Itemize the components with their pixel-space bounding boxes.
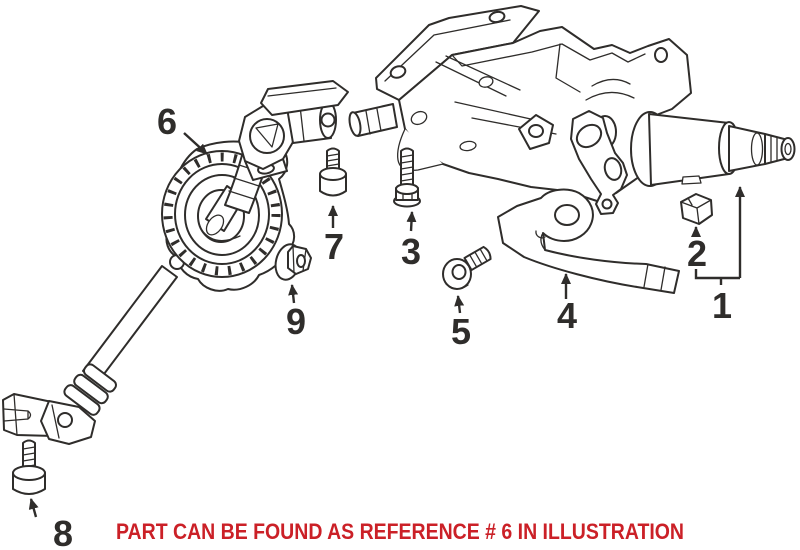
callout-8: 8 [28, 498, 73, 550]
support-bracket [497, 188, 680, 294]
callout-7: 7 [324, 205, 344, 267]
callout-8-label: 8 [53, 513, 73, 550]
callout-4: 4 [557, 273, 577, 336]
column-tube [648, 113, 730, 186]
flange-nut-9 [274, 243, 312, 281]
steering-column-assembly [348, 5, 796, 215]
callout-2: 2 [687, 226, 707, 274]
coupling-bolt-7 [319, 147, 347, 197]
reference-caption: PART CAN BE FOUND AS REFERENCE # 6 IN IL… [116, 519, 684, 544]
lower-joint-bellows [63, 363, 117, 416]
callout-6: 6 [157, 101, 208, 155]
clip-2 [680, 193, 713, 225]
callout-1: 1 [694, 186, 745, 326]
callout-3: 3 [401, 211, 421, 272]
callout-5: 5 [451, 295, 471, 352]
callout-4-label: 4 [557, 295, 577, 336]
callout-9-label: 9 [286, 301, 306, 342]
yoke-pinch-bolt-8 [12, 439, 46, 495]
callout-9: 9 [286, 284, 306, 342]
mounting-bolt-3 [393, 147, 421, 208]
callout-3-label: 3 [401, 231, 421, 272]
bracket-bolt-5 [442, 245, 492, 290]
seal-plate-assembly [161, 80, 349, 292]
callout-6-label: 6 [157, 101, 177, 142]
callout-2-label: 2 [687, 233, 707, 274]
lower-shaft [82, 265, 178, 383]
callout-1-label: 1 [712, 285, 732, 326]
joint-bearing [249, 118, 285, 154]
callout-7-label: 7 [324, 226, 344, 267]
intermediate-shaft-lower [2, 265, 178, 445]
callout-5-label: 5 [451, 311, 471, 352]
